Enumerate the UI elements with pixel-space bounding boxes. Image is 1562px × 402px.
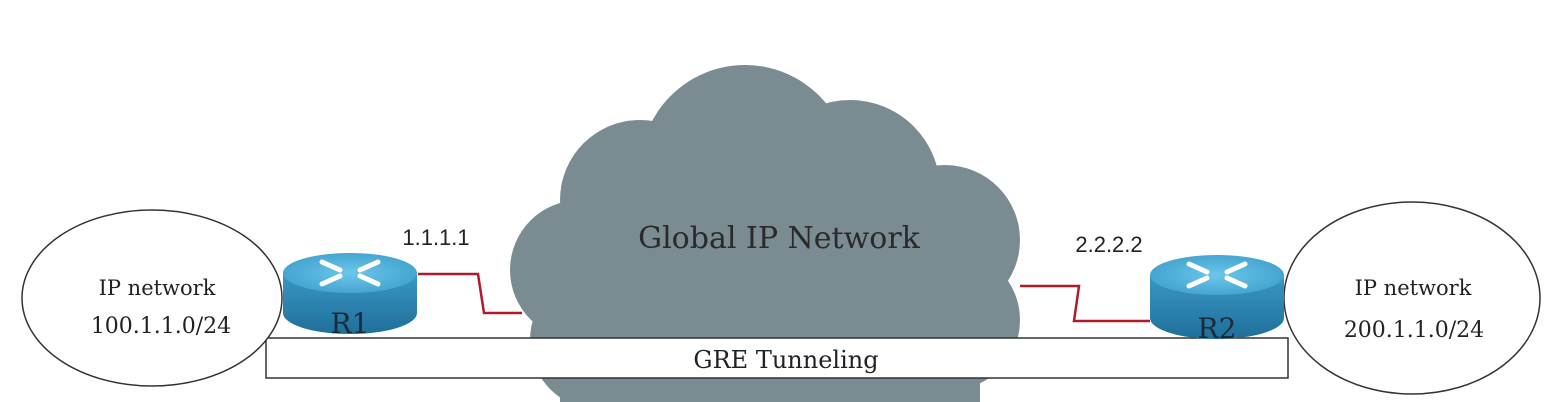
router-left-ip: 1.1.1.1 xyxy=(402,225,469,250)
router-icon xyxy=(1150,255,1284,339)
gre-tunnel-bar xyxy=(265,337,1289,379)
right-network-subnet: 200.1.1.0/24 xyxy=(1344,318,1484,343)
serial-link-right xyxy=(1020,284,1150,323)
router-left-label: R1 xyxy=(331,307,370,340)
tunnel-label: GRE Tunneling xyxy=(693,346,878,374)
right-network-name: IP network xyxy=(1355,276,1472,300)
router-right-ip: 2.2.2.2 xyxy=(1075,232,1142,257)
router-icon xyxy=(283,253,417,334)
cloud-label: Global IP Network xyxy=(638,221,921,256)
serial-link-left xyxy=(418,272,522,315)
left-network-ellipse xyxy=(21,209,283,387)
router-right-label: R2 xyxy=(1198,312,1237,345)
left-network-subnet: 100.1.1.0/24 xyxy=(91,314,231,339)
left-network-name: IP network xyxy=(99,276,216,300)
